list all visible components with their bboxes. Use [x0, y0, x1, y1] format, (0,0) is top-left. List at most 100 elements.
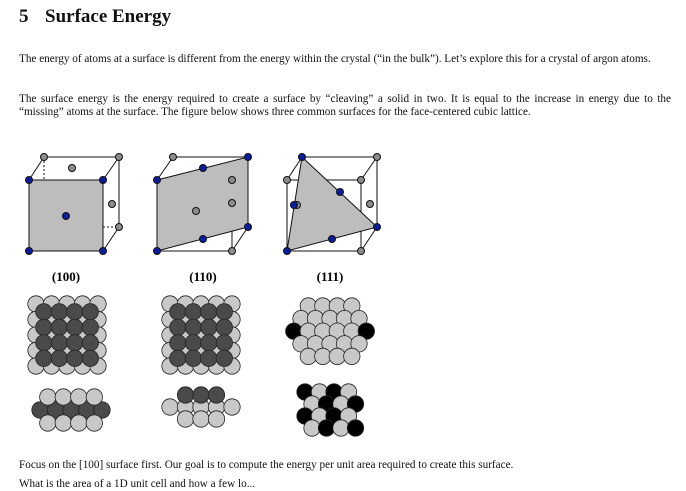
atom [366, 200, 374, 208]
packing-atom [35, 303, 53, 321]
atom [298, 153, 306, 161]
atom [99, 247, 107, 255]
packing-atom [66, 303, 84, 321]
atom [169, 153, 177, 161]
packing-atom [184, 334, 202, 352]
atom [228, 247, 236, 255]
packing-atom [215, 334, 233, 352]
packing-atom [35, 318, 53, 336]
atom [199, 164, 207, 172]
caption-100: (100) [52, 269, 80, 284]
packing-atom [184, 318, 202, 336]
packing-atom [66, 349, 84, 367]
packing-atom [192, 410, 210, 428]
section-number: 5 [19, 6, 29, 27]
atom [25, 176, 33, 184]
packing-atom [303, 419, 321, 437]
packing-atom [215, 303, 233, 321]
packing-atom [192, 386, 210, 404]
packing-atom [66, 334, 84, 352]
cube-100-diagram [25, 153, 123, 255]
section-heading: 5 Surface Energy [19, 6, 171, 28]
atom [153, 247, 161, 255]
packing-atom [346, 419, 365, 437]
atom [115, 153, 123, 161]
packing-atom [93, 401, 111, 419]
packing-atom [200, 334, 218, 352]
surface-energy-paragraph: The surface energy is the energy require… [19, 93, 671, 118]
packing-atom [81, 303, 99, 321]
cube-110-diagram [153, 153, 252, 255]
atom [373, 153, 381, 161]
atom [199, 235, 207, 243]
atom [62, 212, 70, 220]
packing-atom [85, 414, 103, 432]
packing-atom [81, 334, 99, 352]
atom [108, 200, 116, 208]
packing-atom [207, 386, 226, 404]
atom [25, 247, 33, 255]
packing-atom [35, 349, 53, 367]
packing-atom [39, 414, 57, 432]
packing-atom [70, 414, 88, 432]
caption-110: (110) [189, 269, 216, 284]
packing-atom [215, 318, 233, 336]
packing-atom [314, 347, 332, 365]
packing-atom [200, 318, 218, 336]
atom [228, 199, 236, 207]
packing-atom [328, 347, 346, 365]
packing-atom [317, 419, 336, 437]
atom [153, 176, 161, 184]
packing-atom [39, 388, 57, 406]
packing-atom [54, 414, 72, 432]
atom [328, 235, 336, 243]
atom [283, 247, 291, 255]
packing-atom [81, 349, 99, 367]
cube-111-diagram [283, 153, 381, 255]
atom [357, 176, 365, 184]
atom [115, 223, 123, 231]
packing-atom [343, 347, 361, 365]
section-title: Surface Energy [45, 6, 172, 27]
packing-atom [332, 419, 350, 437]
atom [290, 201, 298, 209]
packing-atom [299, 347, 317, 365]
packing-atom [184, 349, 202, 367]
atom [228, 176, 236, 184]
packing-atom [70, 388, 88, 406]
packing-atom [169, 349, 187, 367]
packing-atom [207, 410, 226, 428]
atom [244, 153, 252, 161]
packing-atom [81, 318, 99, 336]
atom [283, 176, 291, 184]
packing-atom [50, 349, 68, 367]
atom [68, 164, 76, 172]
atom [40, 153, 48, 161]
packing-atom [50, 318, 68, 336]
focus-paragraph: Focus on the [100] surface first. Our go… [19, 459, 514, 471]
packing-atom [176, 410, 195, 428]
atom [336, 188, 344, 196]
packing-models [27, 295, 375, 437]
caption-111: (111) [317, 269, 344, 284]
packing-atom [161, 398, 179, 416]
atom [373, 223, 381, 231]
atom [357, 247, 365, 255]
packing-atom [50, 334, 68, 352]
packing-atom [223, 398, 241, 416]
packing-atom [184, 303, 202, 321]
packing-atom [66, 318, 84, 336]
packing-atom [50, 303, 68, 321]
packing-atom [200, 303, 218, 321]
packing-atom [54, 388, 72, 406]
packing-atom [215, 349, 233, 367]
packing-atom [169, 334, 187, 352]
packing-atom [200, 349, 218, 367]
intro-paragraph: The energy of atoms at a surface is diff… [19, 53, 651, 65]
packing-atom [169, 303, 187, 321]
packing-atom [35, 334, 53, 352]
atom [192, 207, 200, 215]
packing-atom [85, 388, 103, 406]
atom [244, 223, 252, 231]
